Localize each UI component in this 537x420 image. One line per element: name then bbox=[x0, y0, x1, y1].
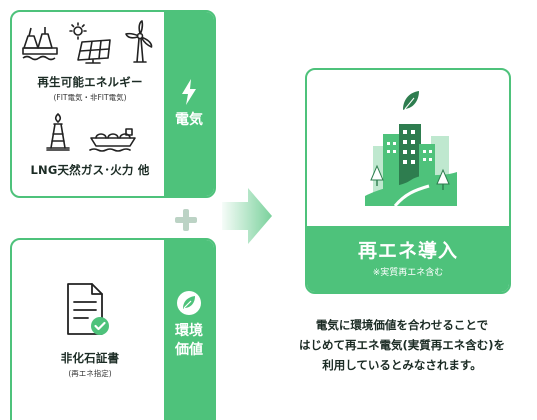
certificate-document-icon bbox=[67, 283, 109, 335]
explanation-line-1: 電気に環境価値を合わせることで bbox=[315, 318, 489, 332]
explanation-line-2: はじめて再エネ電気(実質再エネ含む)を bbox=[298, 338, 505, 352]
renewable-adoption-label: 再エネ導入 ※実質再エネ含む bbox=[307, 226, 509, 292]
plus-symbol bbox=[175, 209, 197, 231]
lng-thermal-label: LNG天然ガス･火力 他 bbox=[30, 163, 150, 177]
renewable-adoption-title: 再エネ導入 bbox=[357, 240, 458, 262]
renewable-energy-label: 再生可能エネルギー bbox=[37, 75, 143, 89]
explanation-text: 電気に環境価値を合わせることで はじめて再エネ電気(実質再エネ含む)を 利用して… bbox=[270, 315, 534, 375]
non-fossil-certificate-note: (再エネ指定) bbox=[68, 369, 112, 378]
wind-turbine-icon bbox=[125, 20, 153, 63]
lng-plant-icon bbox=[46, 113, 70, 151]
electricity-tab-label: 電気 bbox=[175, 111, 203, 128]
environmental-value-card: 非化石証書 (再エネ指定) 環境 価値 bbox=[10, 238, 216, 420]
hydro-plant-icon bbox=[22, 27, 58, 61]
leaf-icon bbox=[177, 291, 201, 315]
green-city-icon bbox=[365, 91, 457, 206]
renewable-adoption-card: 再エネ導入 ※実質再エネ含む bbox=[305, 68, 511, 294]
non-fossil-certificate-label: 非化石証書 bbox=[60, 351, 120, 365]
lng-tanker-icon bbox=[89, 128, 136, 152]
environmental-value-tab-label-line2: 価値 bbox=[175, 342, 203, 358]
environmental-value-tab-label-line1: 環境 bbox=[175, 323, 203, 339]
renewable-energy-note: (FIT電気・非FIT電気) bbox=[53, 93, 127, 102]
electricity-tab: 電気 bbox=[164, 12, 214, 196]
flow-arrow bbox=[222, 188, 272, 244]
electricity-card: 再生可能エネルギー (FIT電気・非FIT電気) LNG天然ガス･火力 他 電気 bbox=[10, 10, 216, 198]
solar-panel-icon bbox=[69, 22, 111, 64]
lightning-icon bbox=[182, 78, 196, 105]
explanation-line-3: 利用しているとみなされます。 bbox=[322, 358, 482, 372]
environmental-value-tab: 環境 価値 bbox=[164, 240, 214, 420]
renewable-adoption-note: ※実質再エネ含む bbox=[372, 268, 444, 278]
